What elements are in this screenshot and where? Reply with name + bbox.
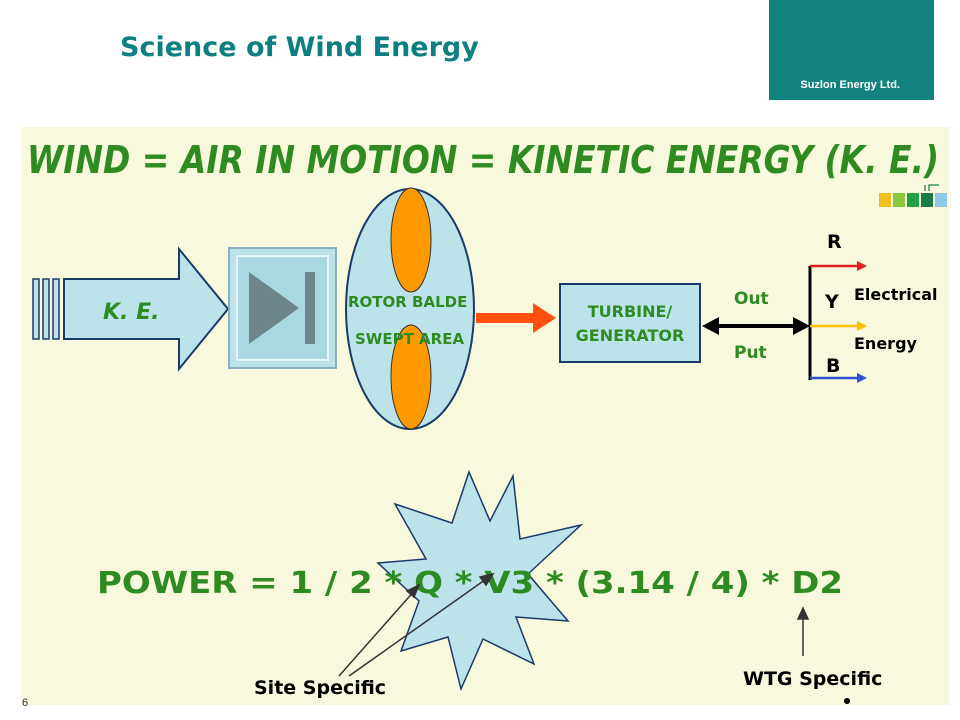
turbine-generator-box [559, 283, 701, 363]
brand-name: Suzlon Energy Ltd. [800, 79, 900, 91]
out-label: Out [734, 289, 769, 309]
rotor-label-line2: SWEPT AREA [355, 330, 464, 348]
page-number: 6 [22, 697, 29, 709]
ke-label: K. E. [103, 300, 159, 325]
output-double-arrow [702, 317, 810, 335]
electrical-label: Electrical [854, 285, 938, 304]
wind-stripes [32, 278, 60, 340]
starburst-shape [376, 469, 584, 692]
energy-label: Energy [854, 334, 918, 353]
phase-r-line [810, 261, 867, 271]
phase-b-label: B [826, 355, 840, 377]
rotor-blade-bottom [390, 324, 432, 430]
brand-banner: Suzlon Energy Ltd. [769, 0, 934, 100]
headline: WIND = AIR IN MOTION = KINETIC ENERGY (K… [27, 138, 939, 182]
site-specific-arrows [338, 572, 495, 677]
turbine-label-line1: TURBINE/ [588, 302, 673, 321]
site-specific-label: Site Specific [254, 677, 386, 699]
phase-r-label: R [827, 231, 842, 253]
ke-arrow [63, 246, 230, 372]
phase-y-line [810, 321, 867, 331]
color-squares-logo [879, 184, 947, 207]
rotor-label-line1: ROTOR BALDE [348, 293, 467, 311]
rotor-blade-top [390, 187, 432, 293]
slide-title: Science of Wind Energy [120, 32, 479, 63]
phase-y-label: Y [824, 291, 839, 313]
orange-arrow [476, 303, 556, 333]
skip-forward-icon [228, 247, 337, 369]
turbine-label-line2: GENERATOR [576, 326, 685, 345]
wtg-specific-arrow [796, 606, 810, 656]
wtg-dot [844, 698, 850, 704]
wind-energy-diagram: WIND = AIR IN MOTION = KINETIC ENERGY (K… [21, 127, 949, 705]
phase-b-line [810, 373, 867, 383]
wtg-specific-label: WTG Specific [743, 668, 882, 690]
power-formula: POWER = 1 / 2 * Q * V3 * (3.14 / 4) * D2 [97, 566, 843, 601]
put-label: Put [734, 343, 767, 363]
